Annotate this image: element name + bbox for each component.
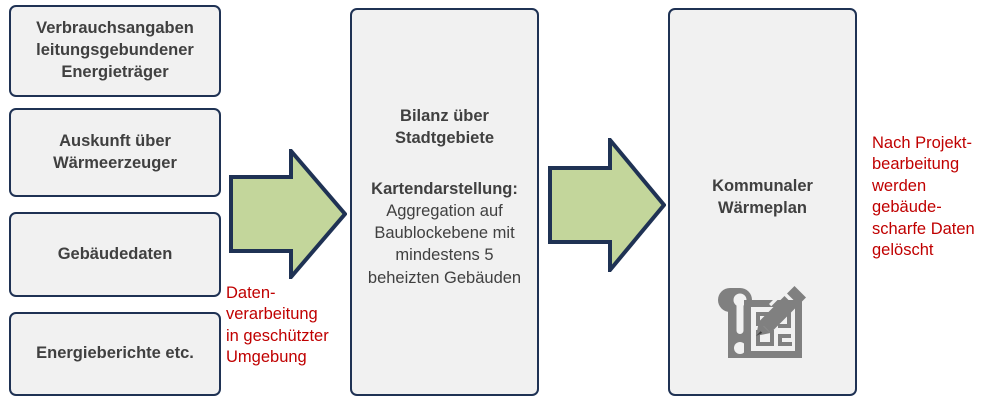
arrow-right-icon-processing-to-plan — [548, 134, 667, 276]
source-box-label: Verbrauchsangaben leitungsgebundener Ene… — [36, 19, 194, 81]
note-data-processing: Daten- verarbeitung in geschützter Umgeb… — [226, 284, 329, 367]
source-box-verbrauchsangaben[interactable]: Verbrauchsangaben leitungsgebundener Ene… — [9, 5, 221, 97]
source-box-label: Auskunft über Wärmeerzeuger — [53, 131, 177, 172]
source-box-energieberichte[interactable]: Energieberichte etc. — [9, 312, 221, 396]
source-box-auskunft-waermeerzeuger[interactable]: Auskunft über Wärmeerzeuger — [9, 108, 221, 197]
blueprint-pencil-icon — [670, 278, 855, 370]
result-heading: Kommunaler Wärmeplan — [712, 177, 813, 218]
spacer-mid — [358, 150, 531, 178]
source-box-label: Energieberichte etc. — [36, 344, 194, 363]
processing-box-content: Bilanz über Stadtgebiete Kartendarstellu… — [352, 10, 537, 289]
spacer-top — [670, 10, 855, 175]
processing-heading: Bilanz über Stadtgebiete — [394, 107, 495, 148]
source-box-label: Gebäudedaten — [57, 244, 173, 263]
result-box-content: Kommunaler Wärmeplan — [670, 10, 855, 370]
note-data-deletion: Nach Projekt- bearbeitung werden gebäude… — [872, 134, 975, 260]
source-box-gebaeudedaten[interactable]: Gebäudedaten — [9, 212, 221, 297]
arrow-right-icon-sources-to-processing — [229, 145, 348, 283]
result-box-waermeplan[interactable]: Kommunaler Wärmeplan — [668, 8, 857, 396]
processing-subtitle: Kartendarstellung: — [371, 179, 518, 198]
processing-subbody: Aggregation auf Baublockebene mit mindes… — [367, 201, 522, 287]
spacer-top — [358, 10, 531, 105]
processing-box[interactable]: Bilanz über Stadtgebiete Kartendarstellu… — [350, 8, 539, 396]
